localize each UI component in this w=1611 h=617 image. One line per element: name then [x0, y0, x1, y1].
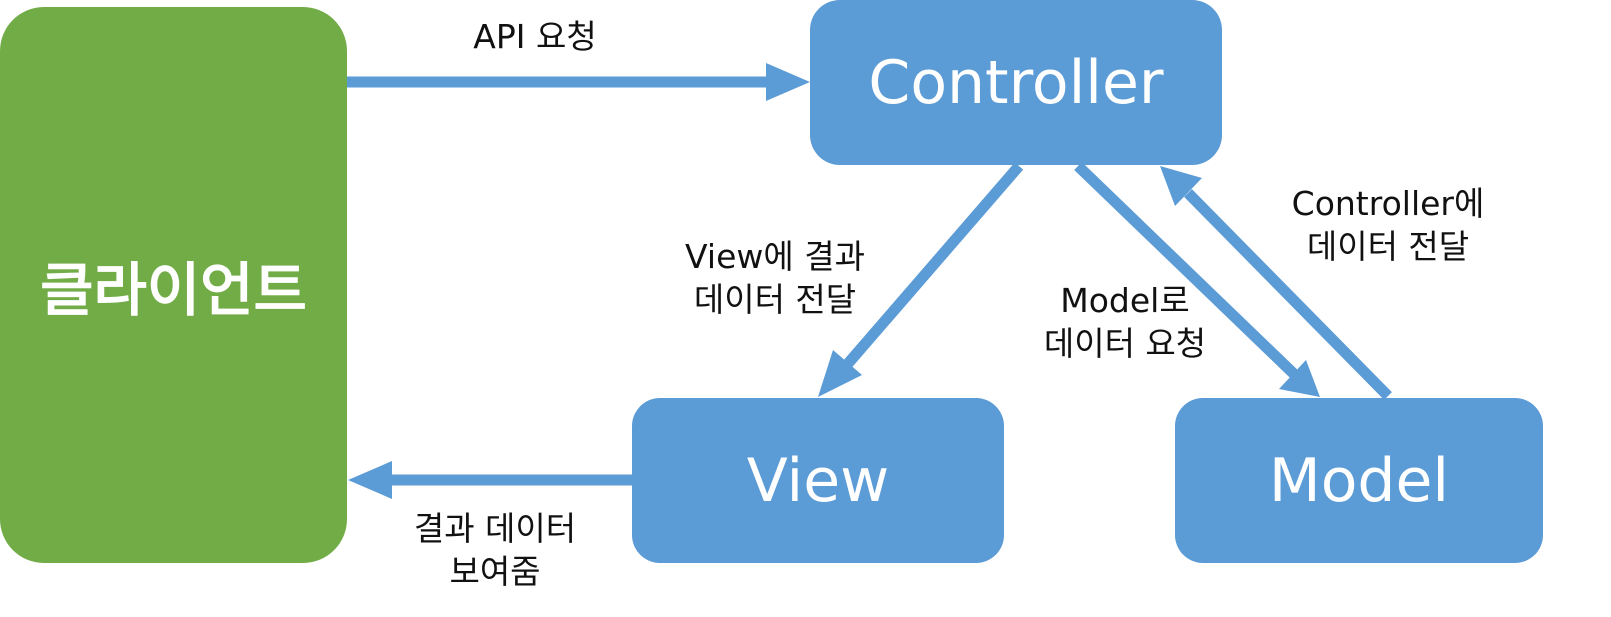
model-label: Model — [1268, 445, 1450, 516]
model-to-controller-line-1: Controller에 — [1291, 184, 1485, 223]
controller-to-view-label: View에 결과 데이터 전달 — [650, 236, 900, 322]
client-label: 클라이언트 — [40, 256, 307, 324]
controller-to-view-line-1: View에 결과 — [685, 237, 865, 276]
api-request-label: API 요청 — [440, 16, 630, 59]
arrow-model-to-controller — [1160, 166, 1392, 400]
model-to-controller-label: Controller에 데이터 전달 — [1258, 183, 1518, 269]
arrow-controller-to-view — [818, 162, 1024, 397]
controller-node: Controller — [810, 0, 1222, 165]
view-to-client-label: 결과 데이터 보여줌 — [385, 508, 605, 594]
model-node: Model — [1175, 398, 1543, 563]
api-request-text: API 요청 — [473, 17, 597, 56]
client-node: 클라이언트 — [0, 7, 347, 563]
arrow-controller-to-model — [1074, 162, 1320, 397]
controller-label: Controller — [868, 47, 1164, 118]
view-to-client-line-1: 결과 데이터 — [413, 509, 577, 548]
view-node: View — [632, 398, 1004, 563]
view-label: View — [746, 445, 890, 516]
model-to-controller-line-2: 데이터 전달 — [1306, 226, 1470, 266]
controller-to-model-line-1: Model로 — [1060, 281, 1190, 320]
controller-to-model-line-2: 데이터 요청 — [1043, 323, 1207, 363]
arrow-api-request — [347, 63, 810, 101]
arrow-view-to-client — [348, 461, 632, 499]
view-to-client-line-2: 보여줌 — [449, 551, 541, 591]
controller-to-view-line-2: 데이터 전달 — [693, 279, 857, 319]
controller-to-model-label: Model로 데이터 요청 — [1015, 280, 1235, 366]
